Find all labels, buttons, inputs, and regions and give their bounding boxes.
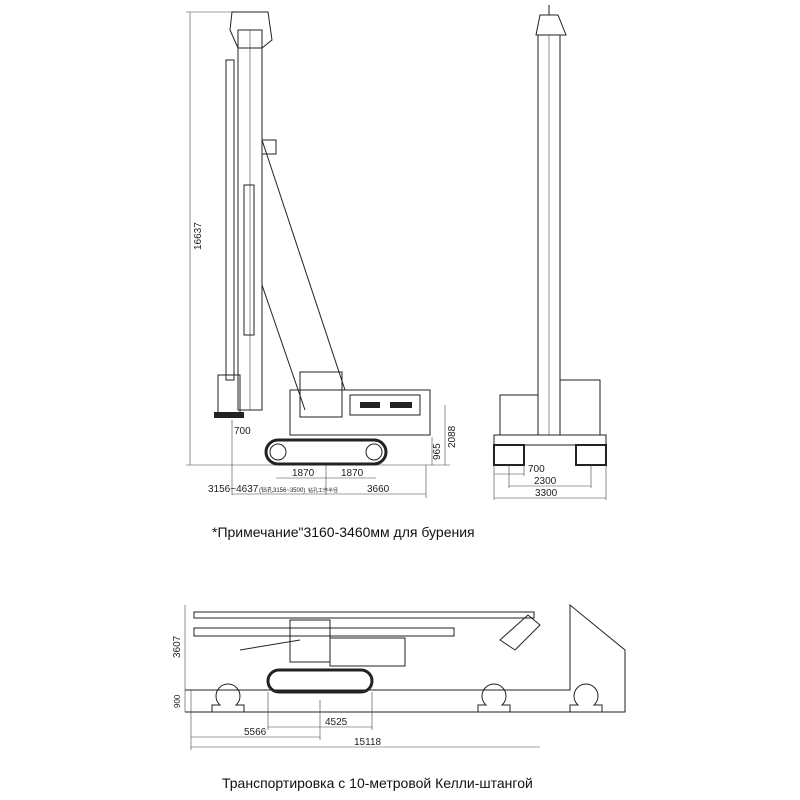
dim-total-length: 15118 — [354, 737, 382, 748]
dim-working-radius: 3156~4637 — [208, 484, 259, 495]
dim-transport-height: 3607 — [172, 635, 183, 658]
transport-view: 3607 900 4525 5566 15118 — [172, 603, 626, 750]
transport-caption: Транспортировка с 10-метровой Келли-штан… — [222, 775, 533, 791]
dim-track-width: 700 — [528, 464, 545, 475]
dim-radius-note: (钻孔3156~3500) — [259, 486, 305, 494]
side-view: 16637 2088 965 700 1870 1870 — [186, 11, 458, 498]
dim-front-offset: 5566 — [244, 727, 267, 738]
front-view: 700 2300 3300 — [493, 5, 607, 500]
dim-track-left: 1870 — [292, 468, 315, 479]
dim-tail-radius: 3660 — [367, 484, 390, 495]
dim-radius-note-tail: 钻孔工作半径 — [308, 487, 338, 494]
drilling-note: *Примечание"3160-3460мм для бурения — [212, 524, 475, 540]
dim-track-gauge: 2300 — [534, 476, 557, 487]
dim-height-total: 16637 — [193, 222, 204, 250]
dim-track-right: 1870 — [341, 468, 364, 479]
dim-track-length: 4525 — [325, 717, 348, 728]
dim-offset: 700 — [234, 426, 251, 437]
dim-track-height: 965 — [432, 443, 443, 460]
dim-trailer-height: 900 — [173, 694, 182, 708]
dim-overall-width: 3300 — [535, 488, 558, 499]
dim-body-height: 2088 — [447, 425, 458, 448]
